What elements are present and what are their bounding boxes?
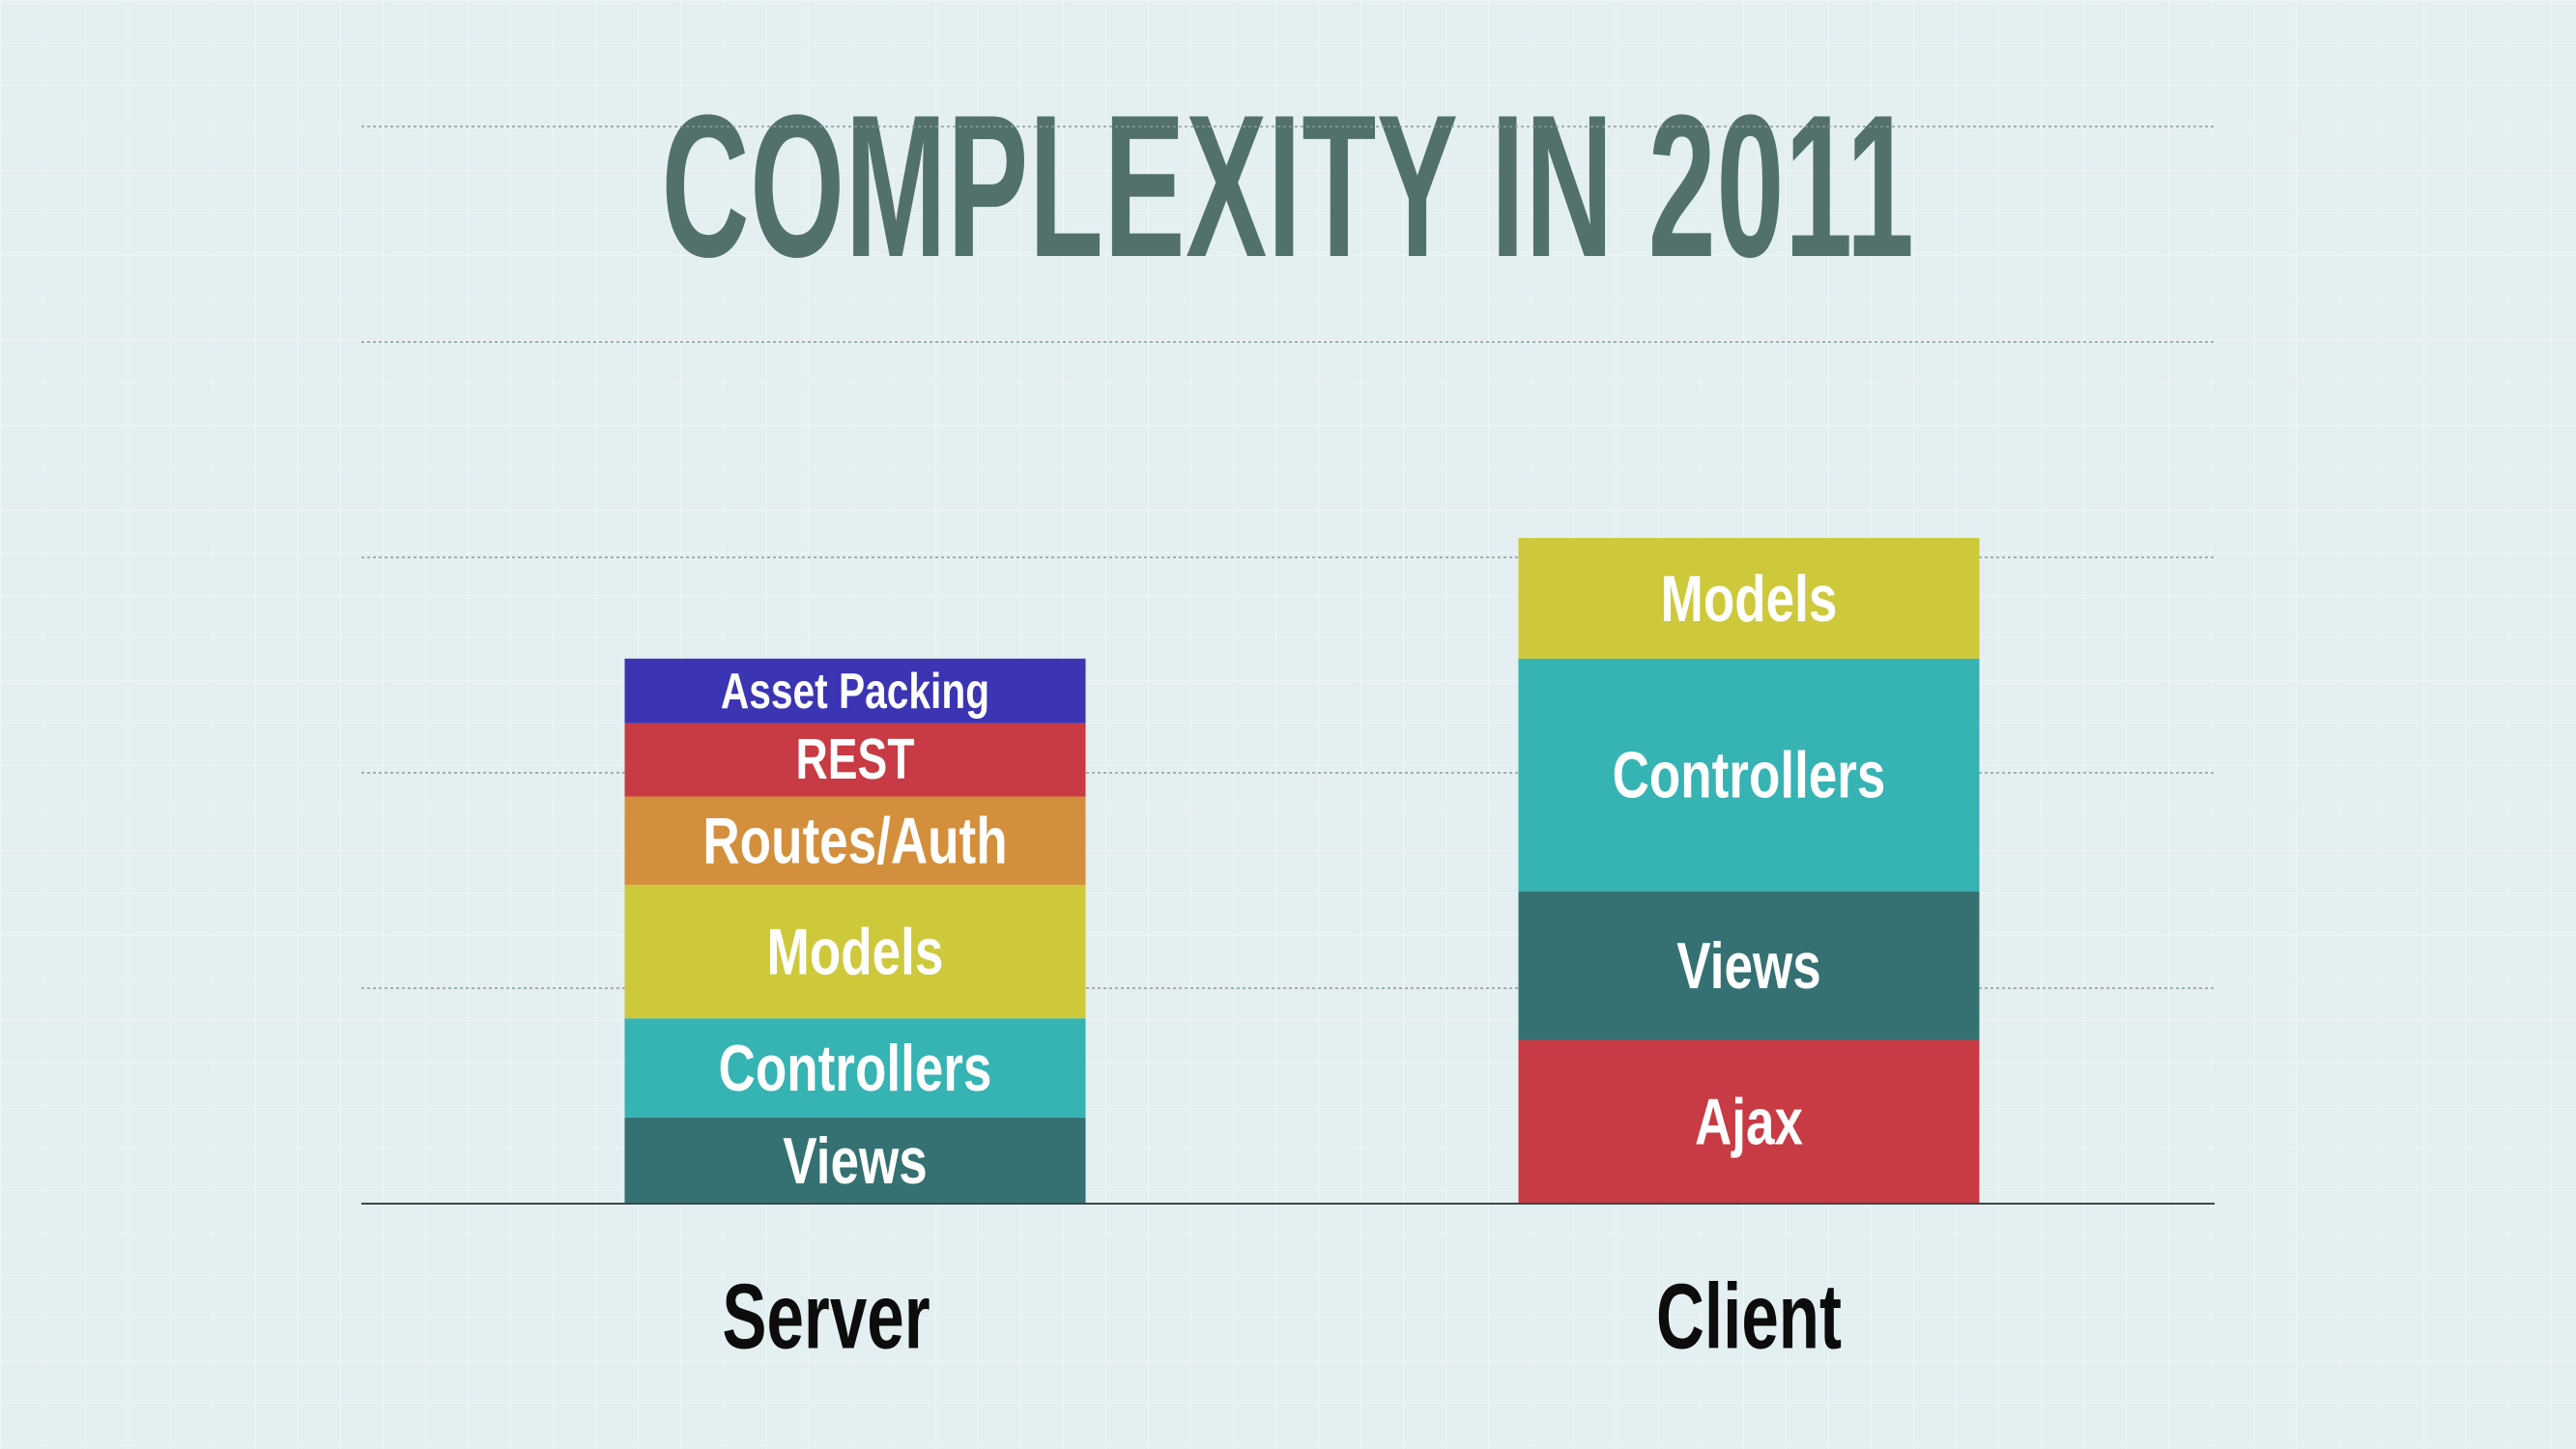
bar-segment-client-views (1518, 891, 1980, 1040)
slide-title: COMPLEXITY IN 2011 (661, 72, 1915, 299)
segment-label-client-models: Models (1661, 561, 1838, 635)
category-label-server: Server (722, 1264, 930, 1368)
segment-label-server-routes-auth: Routes/Auth (702, 804, 1007, 877)
bar-segment-server-rest (624, 723, 1086, 797)
bar-segment-client-controllers (1518, 658, 1980, 892)
segment-labels: ViewsControllersModelsRoutes/AuthRESTAss… (702, 561, 1885, 1197)
bar-segment-server-models (624, 884, 1086, 1019)
bar-segment-server-views (624, 1117, 1086, 1204)
segment-label-client-views: Views (1676, 929, 1820, 1003)
segment-label-server-rest: REST (796, 728, 915, 792)
bar-segment-server-controllers (624, 1018, 1086, 1118)
bar-segment-client-models (1518, 537, 1980, 659)
segment-label-server-asset-packing: Asset Packing (721, 663, 989, 719)
segment-label-client-ajax: Ajax (1695, 1085, 1803, 1158)
segment-label-server-models: Models (767, 915, 944, 988)
bars (624, 537, 1980, 1204)
category-labels: Server Client (722, 1264, 1842, 1368)
bar-segment-client-ajax (1518, 1039, 1980, 1204)
segment-label-server-controllers: Controllers (719, 1032, 992, 1105)
segment-label-client-controllers: Controllers (1613, 738, 1886, 811)
category-label-client: Client (1656, 1264, 1842, 1368)
bar-segment-server-routes-auth (624, 796, 1086, 885)
bar-segment-server-asset-packing (624, 658, 1086, 724)
segment-label-server-views: Views (783, 1123, 927, 1197)
